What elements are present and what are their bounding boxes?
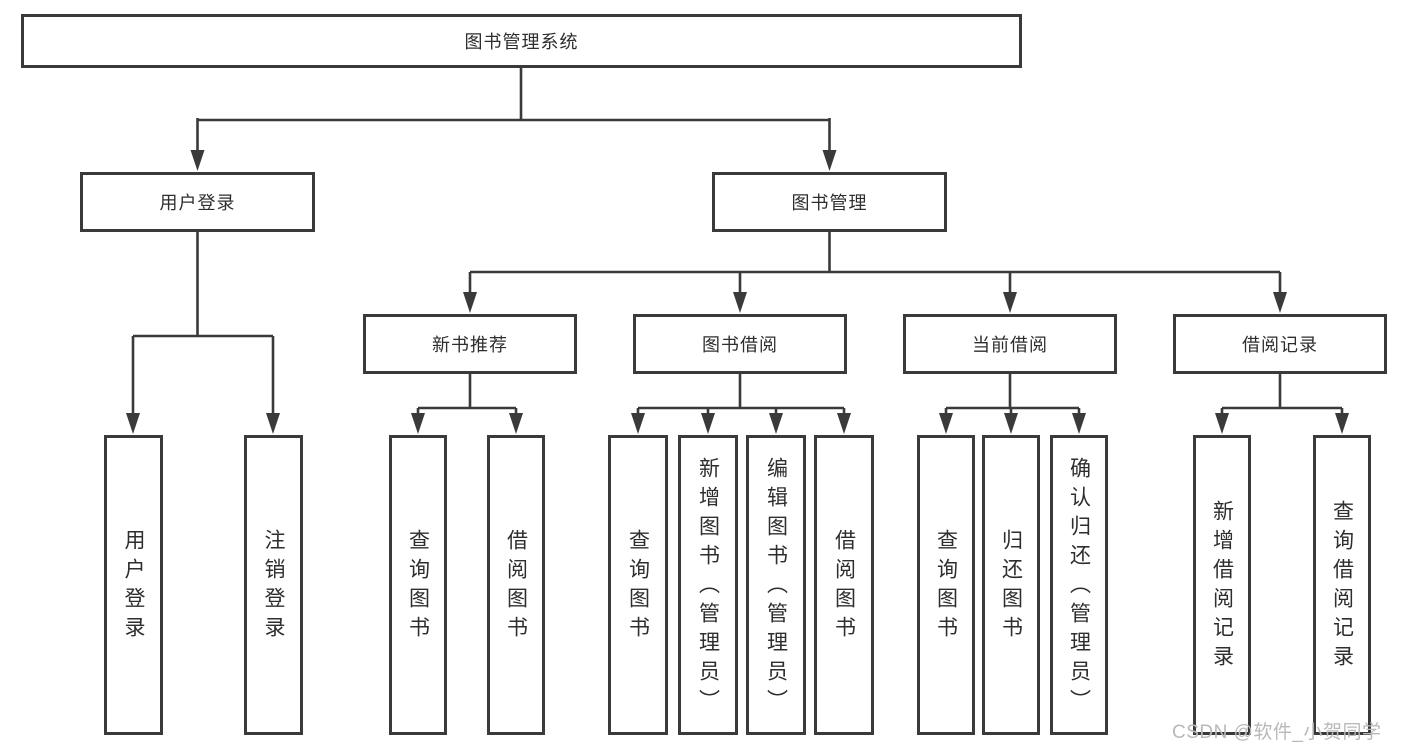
- connector-bookborrow-to-leaves: [631, 373, 851, 434]
- leaf-newbooks-borrow-books-label: 借阅图书: [504, 529, 528, 645]
- connector-userlogin-to-leaves: [126, 231, 280, 434]
- leaf-return-books-label: 归还图书: [999, 529, 1023, 645]
- node-borrowing-records: 借阅记录: [1173, 314, 1387, 374]
- leaf-newbooks-borrow-books: 借阅图书: [487, 435, 545, 735]
- leaf-return-books: 归还图书: [982, 435, 1040, 735]
- leaf-current-query-books: 查询图书: [917, 435, 975, 735]
- csdn-watermark: CSDN @软件_小贺同学: [1172, 722, 1382, 743]
- node-book-management: 图书管理: [712, 172, 947, 232]
- leaf-user-login: 用户登录: [104, 435, 163, 735]
- leaf-add-books-admin-label: 新增图书（管理员）: [696, 456, 720, 718]
- connector-borrowrecords-to-leaves: [1215, 373, 1349, 434]
- leaf-borrow-query-books: 查询图书: [608, 435, 668, 735]
- leaf-current-query-books-label: 查询图书: [934, 529, 958, 645]
- leaf-newbooks-query-books-label: 查询图书: [406, 529, 430, 645]
- node-root-label: 图书管理系统: [464, 32, 579, 52]
- node-root-system: 图书管理系统: [21, 14, 1022, 68]
- node-book-management-label: 图书管理: [791, 193, 868, 213]
- node-new-book-recommend: 新书推荐: [363, 314, 577, 374]
- connector-newbooks-to-leaves: [411, 373, 523, 434]
- leaf-edit-books-admin-label: 编辑图书（管理员）: [764, 456, 788, 718]
- node-borrowing-records-label: 借阅记录: [1242, 335, 1318, 355]
- connector-bookmgmt-to-level3: [463, 231, 1287, 313]
- connector-root-to-level2: [190, 67, 837, 171]
- leaf-confirm-return-admin: 确认归还（管理员）: [1050, 435, 1108, 735]
- leaf-add-books-admin: 新增图书（管理员）: [678, 435, 738, 735]
- leaf-logout: 注销登录: [244, 435, 303, 735]
- node-book-borrowing: 图书借阅: [633, 314, 847, 374]
- leaf-edit-books-admin: 编辑图书（管理员）: [746, 435, 806, 735]
- node-new-book-recommend-label: 新书推荐: [432, 335, 508, 355]
- leaf-confirm-return-admin-label: 确认归还（管理员）: [1067, 456, 1091, 718]
- leaf-borrow-borrow-books: 借阅图书: [814, 435, 874, 735]
- leaf-query-borrow-record: 查询借阅记录: [1313, 435, 1371, 735]
- leaf-query-borrow-record-label: 查询借阅记录: [1330, 500, 1354, 674]
- leaf-user-login-label: 用户登录: [122, 529, 145, 645]
- leaf-add-borrow-record-label: 新增借阅记录: [1210, 500, 1234, 674]
- leaf-newbooks-query-books: 查询图书: [389, 435, 447, 735]
- leaf-borrow-query-books-label: 查询图书: [626, 529, 650, 645]
- node-book-borrowing-label: 图书借阅: [702, 335, 778, 355]
- node-user-login: 用户登录: [80, 172, 315, 232]
- connector-currentborrow-to-leaves: [939, 373, 1086, 434]
- leaf-logout-label: 注销登录: [262, 529, 285, 645]
- node-user-login-label: 用户登录: [159, 193, 236, 213]
- leaf-add-borrow-record: 新增借阅记录: [1193, 435, 1251, 735]
- node-current-borrowing-label: 当前借阅: [972, 335, 1048, 355]
- leaf-borrow-borrow-books-label: 借阅图书: [832, 529, 856, 645]
- node-current-borrowing: 当前借阅: [903, 314, 1117, 374]
